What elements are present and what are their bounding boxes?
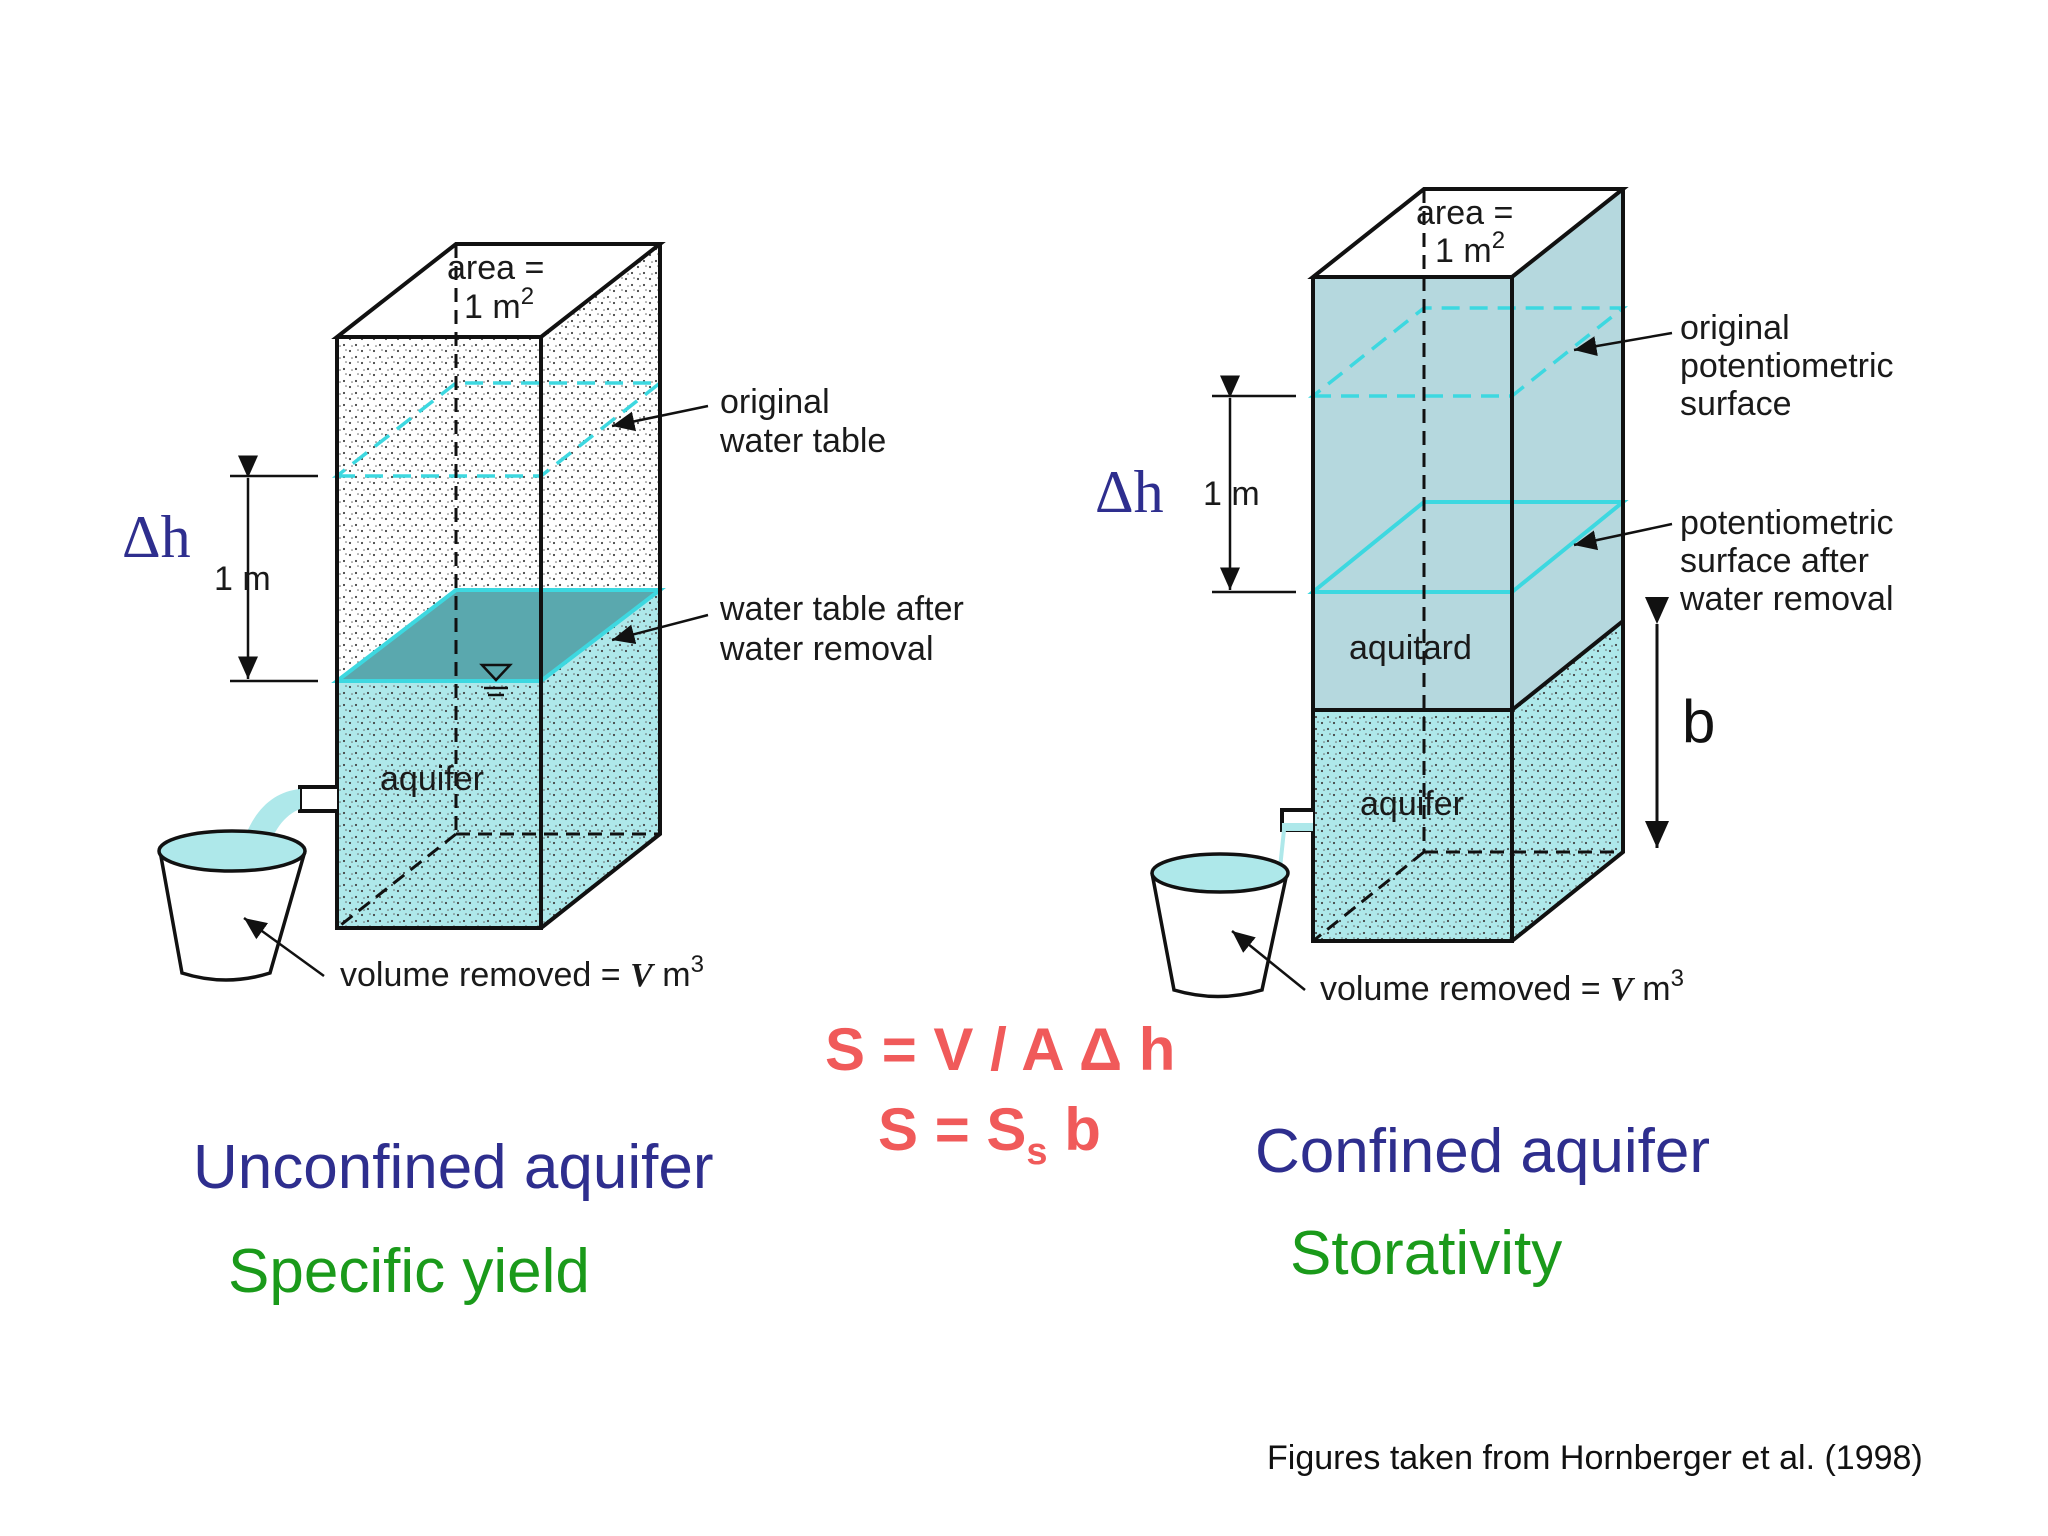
source-credit: Figures taken from Hornberger et al. (19… [1267,1439,1923,1477]
original-water-table-label-2: water table [719,422,886,460]
after-removal-label-2: water removal [719,630,934,668]
after-potentiometric-label-2: surface after [1680,542,1869,580]
dry-sand-side [541,244,660,681]
volume-removed-label: volume removed = V m3 [340,951,704,994]
aquifer-label: aquifer [380,760,484,798]
original-potentiometric-label-3: surface [1680,385,1792,423]
original-water-table-label-1: original [720,383,830,421]
delta-h-label: Δh [122,504,191,570]
after-potentiometric-label-1: potentiometric [1680,504,1894,542]
confined-area-label-line1: area = [1416,194,1513,232]
water-table-symbol [479,663,513,682]
bucket [158,850,307,982]
aquitard-front [1313,277,1512,710]
confined-column: area = 1 m2 original potentiometric surf… [1095,187,1894,1008]
after-potentiometric-label-3: water removal [1679,580,1894,618]
unconfined-column: area = 1 m2 original water table water t… [122,242,964,994]
storativity-formula: S = Ss b [878,1096,1101,1173]
original-potentiometric-label-1: original [1680,309,1790,347]
unconfined-title: Unconfined aquifer [193,1133,713,1202]
confined-bucket [1150,872,1289,999]
thickness-b-label: b [1682,688,1715,755]
original-potentiometric-label-2: potentiometric [1680,347,1894,385]
confined-area-label-line2: 1 m2 [1435,227,1505,270]
one-metre-label: 1 m [214,560,271,598]
confined-delta-h-label: Δh [1095,459,1164,525]
storage-formula: S = V / A Δ h [825,1016,1175,1083]
confined-volume-removed-label: volume removed = V m3 [1320,965,1684,1008]
aquitard-label: aquitard [1349,629,1472,667]
outlet-pipe [298,785,337,813]
after-removal-label-1: water table after [719,590,964,628]
area-label-line1: area = [447,249,544,287]
confined-water-stream [1278,829,1286,869]
confined-one-metre-label: 1 m [1203,475,1260,513]
area-label-line2: 1 m2 [464,283,534,326]
confined-aquifer-label: aquifer [1360,785,1464,823]
aquitard-side [1512,189,1623,710]
specific-yield-title: Specific yield [228,1237,590,1306]
storativity-title: Storativity [1290,1219,1562,1288]
confined-title: Confined aquifer [1255,1117,1710,1186]
